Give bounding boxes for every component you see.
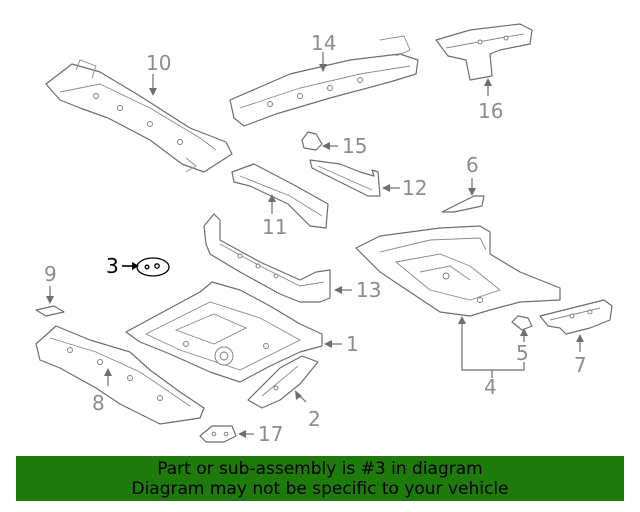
label-11: 11 bbox=[262, 215, 287, 239]
part-13-crossmember[interactable] bbox=[203, 213, 331, 303]
label-16: 16 bbox=[478, 99, 503, 123]
label-15: 15 bbox=[342, 134, 367, 158]
arrow-10 bbox=[149, 88, 157, 96]
label-17: 17 bbox=[258, 422, 283, 446]
label-12: 12 bbox=[402, 176, 427, 200]
label-1: 1 bbox=[346, 332, 359, 356]
arrow-13 bbox=[334, 286, 342, 294]
arrow-17 bbox=[238, 430, 246, 438]
info-banner: Part or sub-assembly is #3 in diagram Di… bbox=[16, 456, 624, 501]
label-6: 6 bbox=[466, 153, 479, 177]
part-11-crossmember[interactable] bbox=[231, 163, 329, 229]
part-16-bracket[interactable] bbox=[435, 23, 533, 81]
label-2: 2 bbox=[308, 407, 321, 431]
label-5: 5 bbox=[516, 341, 529, 365]
part-12-bracket[interactable] bbox=[309, 159, 381, 197]
arrow-12 bbox=[382, 184, 390, 192]
label-3: 3 bbox=[106, 254, 119, 278]
part-4-rear-floor-pan[interactable] bbox=[355, 225, 561, 317]
part-14-crossmember[interactable] bbox=[229, 35, 419, 127]
arrow-11 bbox=[268, 194, 276, 202]
part-10-floor-side-member[interactable] bbox=[45, 59, 233, 173]
label-7: 7 bbox=[574, 353, 587, 377]
arrow-6 bbox=[468, 188, 476, 196]
part-2-reinforcement[interactable] bbox=[247, 355, 319, 409]
label-4: 4 bbox=[484, 375, 497, 399]
arrow-7 bbox=[576, 334, 584, 342]
parts-diagram: 10 14 16 15 12 11 6 bbox=[35, 23, 613, 446]
arrow-4 bbox=[458, 316, 466, 324]
part-17-plate[interactable] bbox=[199, 425, 237, 443]
part-6-bracket[interactable] bbox=[441, 195, 485, 213]
arrow-15 bbox=[322, 142, 330, 150]
part-9-pad[interactable] bbox=[35, 305, 65, 317]
part-5-clip[interactable] bbox=[511, 315, 533, 331]
label-9: 9 bbox=[44, 262, 57, 286]
banner-line-2: Diagram may not be specific to your vehi… bbox=[131, 479, 509, 499]
part-8-side-member[interactable] bbox=[35, 325, 205, 425]
arrow-14 bbox=[319, 64, 327, 72]
arrow-16 bbox=[484, 78, 492, 86]
label-8: 8 bbox=[92, 391, 105, 415]
arrow-9 bbox=[46, 296, 54, 304]
arrow-2 bbox=[295, 390, 302, 400]
arrow-5 bbox=[520, 328, 528, 336]
banner-line-1: Part or sub-assembly is #3 in diagram bbox=[157, 459, 483, 479]
label-13: 13 bbox=[356, 278, 381, 302]
leader-4 bbox=[461, 320, 525, 371]
label-10: 10 bbox=[146, 51, 171, 75]
label-14: 14 bbox=[311, 31, 336, 55]
arrow-3 bbox=[132, 262, 139, 270]
arrow-8 bbox=[104, 368, 112, 376]
part-15-clip[interactable] bbox=[301, 131, 323, 151]
part-7-bracket[interactable] bbox=[539, 299, 613, 335]
part-1-center-floor[interactable] bbox=[125, 281, 323, 383]
part-3-plug[interactable] bbox=[136, 257, 170, 277]
arrow-1 bbox=[324, 340, 332, 348]
